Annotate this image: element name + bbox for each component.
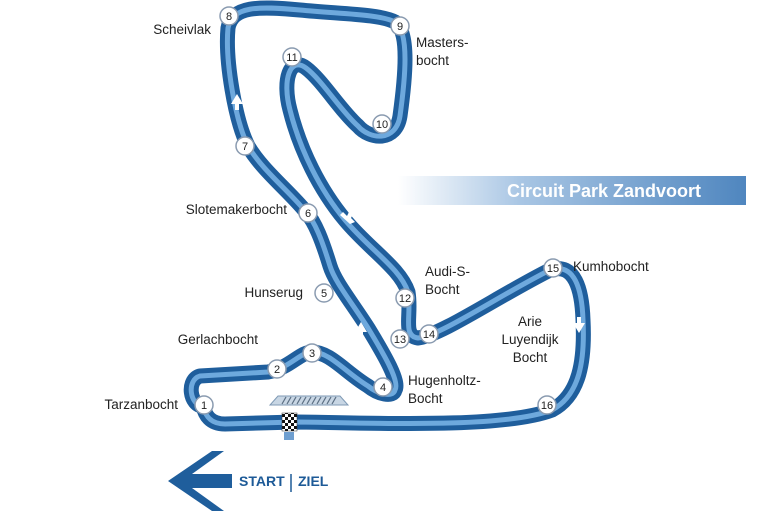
corner-number: 6 (305, 208, 311, 220)
corner-number: 16 (541, 400, 553, 412)
corner-marker-5: 5 (314, 283, 334, 303)
corner-name-1: Tarzanbocht (104, 397, 178, 412)
corner-number: 11 (286, 52, 297, 64)
corner-name-8: Scheivlak (153, 22, 211, 37)
corner-marker-circle (267, 359, 287, 379)
corner-marker-8: 8 (219, 6, 239, 26)
corner-number: 5 (321, 288, 327, 300)
direction-arrow-icon (340, 210, 355, 224)
corner-marker-circle (537, 395, 557, 415)
corner-name-6: Slotemakerbocht (186, 202, 288, 217)
corner-marker-circle (419, 324, 439, 344)
corner-marker-10: 10 (372, 114, 392, 134)
corner-name-5: Hunserug (244, 285, 303, 300)
circuit-title: Circuit Park Zandvoort (507, 181, 701, 201)
corner-name-4: Hugenholtz-Bocht (408, 373, 481, 406)
corner-number: 12 (399, 293, 411, 305)
corner-marker-circle (390, 16, 410, 36)
direction-arrow-icon (573, 317, 585, 333)
corner-marker-circle (372, 114, 392, 134)
corner-marker-16: 16 (537, 395, 557, 415)
corner-marker-circle (314, 283, 334, 303)
corner-name-12: Audi-S-Bocht (425, 264, 470, 297)
start-finish-legend: START ZIEL (168, 451, 329, 511)
corner-marker-1: 1 (194, 395, 214, 415)
corner-name-15: Kumhobocht (573, 259, 649, 274)
direction-left-arrow-icon (168, 451, 232, 511)
corner-marker-11: 11 (282, 47, 302, 67)
corner-marker-circle (298, 203, 318, 223)
race-track (183, 0, 591, 432)
corner-name-9: Masters-bocht (416, 35, 469, 68)
corner-marker-circle (373, 377, 393, 397)
corner-marker-4: 4 (373, 377, 393, 397)
corner-marker-circle (395, 288, 415, 308)
corner-marker-2: 2 (267, 359, 287, 379)
corner-marker-circle (194, 395, 214, 415)
corner-marker-circle (235, 136, 255, 156)
corner-number: 2 (274, 364, 280, 376)
corner-name-3: Gerlachbocht (178, 332, 259, 347)
direction-arrow-icon (355, 322, 367, 338)
corner-marker-13: 13 (390, 329, 410, 349)
finish-line-flag (281, 412, 298, 432)
start-label: START (239, 473, 285, 489)
pit-building (268, 395, 350, 406)
corner-marker-7: 7 (235, 136, 255, 156)
title-banner: Circuit Park Zandvoort (398, 176, 746, 205)
corner-number: 3 (309, 348, 315, 360)
corner-marker-circle (390, 329, 410, 349)
corner-number: 4 (380, 382, 386, 394)
corner-marker-circle (543, 258, 563, 278)
corner-marker-circle (282, 47, 302, 67)
corner-marker-12: 12 (395, 288, 415, 308)
start-marker (284, 432, 294, 440)
direction-arrow-icon (231, 94, 243, 110)
corner-number: 10 (376, 119, 388, 131)
track-highlight (188, 5, 586, 427)
finish-label: ZIEL (298, 473, 329, 489)
corner-marker-15: 15 (543, 258, 563, 278)
corner-number: 1 (201, 400, 207, 412)
corner-marker-circle (219, 6, 239, 26)
corner-number: 14 (423, 329, 435, 341)
corner-number: 13 (394, 334, 406, 346)
corner-marker-3: 3 (302, 343, 322, 363)
corner-marker-6: 6 (298, 203, 318, 223)
corner-marker-9: 9 (390, 16, 410, 36)
corner-number: 7 (242, 141, 248, 153)
corner-marker-14: 14 (419, 324, 439, 344)
corner-number: 9 (397, 21, 403, 33)
corner-number: 15 (547, 263, 559, 275)
corner-marker-circle (302, 343, 322, 363)
corner-number: 8 (226, 11, 232, 23)
